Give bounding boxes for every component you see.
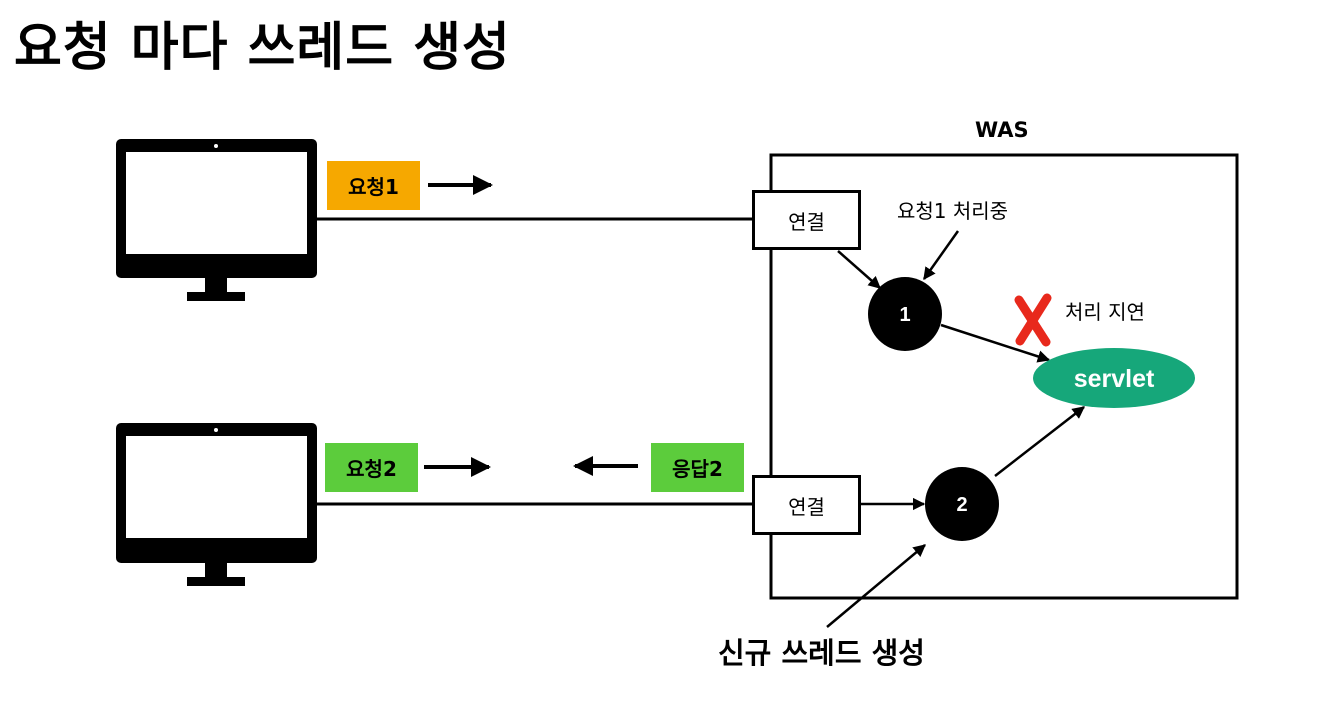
- thread1-to-servlet-arrow: [940, 323, 1051, 363]
- client-2-monitor-icon: [116, 423, 317, 586]
- was-box: [769, 153, 1239, 600]
- processing-to-thread1-arrow: [922, 230, 960, 281]
- servlet-label: servlet: [1074, 365, 1155, 393]
- was-label: WAS: [975, 118, 1029, 142]
- request1-tag: 요청1: [327, 161, 420, 210]
- thread-2-label: 2: [956, 494, 967, 516]
- page-title: 요청 마다 쓰레드 생성: [14, 18, 511, 78]
- thread-1-label: 1: [899, 304, 910, 326]
- thread-2-circle: [925, 467, 999, 541]
- delay-label: 처리 지연: [1065, 300, 1145, 324]
- new-thread-arrow: [826, 544, 926, 628]
- thread-1-circle: [868, 277, 942, 351]
- request2-tag: 요청2: [325, 443, 418, 492]
- connection-box-1: 연결: [752, 190, 861, 250]
- processing-label: 요청1 처리중: [897, 199, 1009, 223]
- connection-box-2: 연결: [752, 475, 861, 535]
- new-thread-label: 신규 쓰레드 생성: [718, 636, 925, 670]
- response2-tag: 응답2: [651, 443, 744, 492]
- x-mark-icon: [1014, 293, 1052, 347]
- thread2-to-servlet-arrow: [994, 406, 1085, 477]
- servlet-ellipse: [1033, 348, 1195, 408]
- connection1-to-thread1-arrow: [837, 250, 881, 289]
- client-1-monitor-icon: [116, 139, 317, 301]
